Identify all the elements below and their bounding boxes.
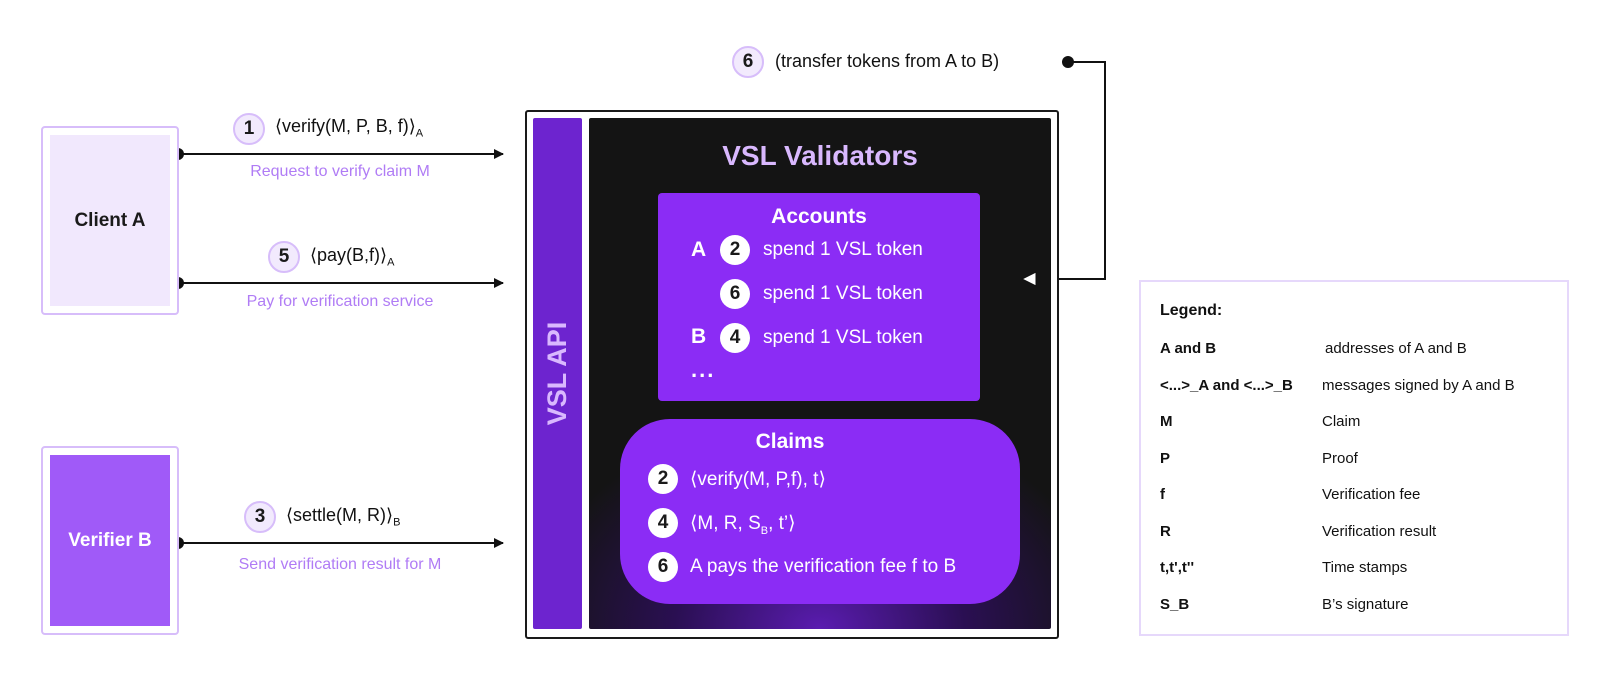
step-6-transfer-text: (transfer tokens from A to B) xyxy=(775,51,1000,71)
claims-title: Claims xyxy=(755,430,825,453)
legend-value-3: Claim xyxy=(1322,413,1361,430)
claim-row-1-text: ⟨verify(M, P,f), t⟩ xyxy=(690,469,826,490)
legend-key-8: S_B xyxy=(1160,596,1190,613)
vsl-frame: VSL API VSL Validators Accounts A 2 spen… xyxy=(525,110,1059,639)
claim-row-1-badge: 2 xyxy=(648,464,678,494)
legend-value-4: Proof xyxy=(1322,450,1358,467)
step-1-message: ⟨verify(M, P, B, f)⟩A xyxy=(275,116,424,140)
claims-panel: Claims 2 ⟨verify(M, P,f), t⟩ 4 ⟨M, R, SB… xyxy=(620,419,1020,604)
legend-value-6: Verification result xyxy=(1322,523,1437,540)
legend-title: Legend: xyxy=(1160,302,1223,319)
vsl-validators-panel: VSL Validators Accounts A 2 spend 1 VSL … xyxy=(589,118,1051,629)
claim-row-3-text: A pays the verification fee f to B xyxy=(690,556,957,577)
legend-panel: Legend: A and B addresses of A and B <..… xyxy=(1139,280,1569,636)
account-row-2-text: spend 1 VSL token xyxy=(763,283,923,304)
claim-row-3-badge: 6 xyxy=(648,552,678,582)
verifier-b-label: Verifier B xyxy=(50,455,170,626)
step-3-caption: Send verification result for M xyxy=(238,556,442,573)
account-letter-b: B xyxy=(691,325,707,348)
legend-key-1: A and B xyxy=(1160,340,1217,357)
account-row-3-text: spend 1 VSL token xyxy=(763,327,923,348)
account-row-3-badge: 4 xyxy=(720,323,750,353)
accounts-panel: Accounts A 2 spend 1 VSL token 6 spend 1… xyxy=(658,193,980,401)
account-row-1-badge: 2 xyxy=(720,235,750,265)
step-1-caption: Request to verify claim M xyxy=(250,163,430,180)
step-5-caption: Pay for verification service xyxy=(246,293,434,310)
client-a-box: Client A xyxy=(41,126,179,315)
vsl-validators-title: VSL Validators xyxy=(722,140,918,171)
account-row-1-text: spend 1 VSL token xyxy=(763,239,923,260)
legend-key-7: t,t',t'' xyxy=(1160,559,1195,576)
verifier-b-box: Verifier B xyxy=(41,446,179,635)
step-5-message: ⟨pay(B,f)⟩A xyxy=(310,245,395,269)
legend-key-5: f xyxy=(1160,486,1165,503)
legend-value-2: messages signed by A and B xyxy=(1322,377,1515,394)
legend-key-6: R xyxy=(1160,523,1171,540)
account-row-2-badge: 6 xyxy=(720,279,750,309)
accounts-ellipsis: ... xyxy=(691,357,716,382)
legend-key-4: P xyxy=(1160,450,1171,467)
arrow-step6-transfer xyxy=(1040,56,1106,280)
step-1-badge: 1 xyxy=(233,113,265,145)
accounts-title: Accounts xyxy=(771,205,867,228)
step-3-badge: 3 xyxy=(244,501,276,533)
step-3-message: ⟨settle(M, R)⟩B xyxy=(286,505,401,529)
legend-value-8: B’s signature xyxy=(1322,596,1409,613)
claim-row-2-badge: 4 xyxy=(648,508,678,538)
vsl-api-bar: VSL API xyxy=(533,118,582,629)
step-6-transfer-badge: 6 xyxy=(732,46,764,78)
legend-key-3: M xyxy=(1160,413,1173,430)
legend-value-7: Time stamps xyxy=(1322,559,1408,576)
claim-row-2-text: ⟨M, R, SB, t’⟩ xyxy=(690,513,796,537)
legend-key-2: <...>_A and <...>_B xyxy=(1160,377,1293,394)
account-letter-a: A xyxy=(691,238,707,261)
legend-value-5: Verification fee xyxy=(1322,486,1421,503)
step-5-badge: 5 xyxy=(268,241,300,273)
legend-value-1: addresses of A and B xyxy=(1325,340,1467,357)
client-a-label: Client A xyxy=(50,135,170,306)
